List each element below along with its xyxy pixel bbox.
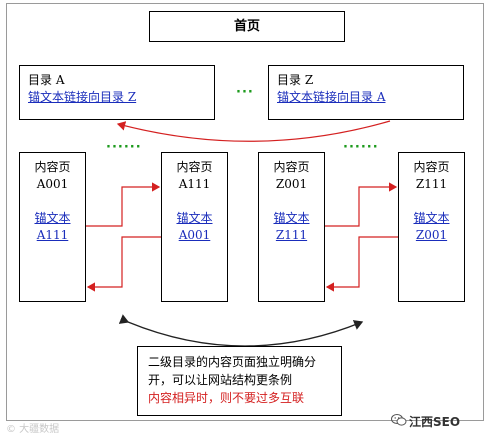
home-box: 首页 xyxy=(149,11,345,42)
catalog-z-box: 目录 Z 锚文本链接向目录 A xyxy=(268,65,464,120)
pages-a-ellipsis: ······ xyxy=(106,140,142,155)
home-label: 首页 xyxy=(233,19,260,34)
anchor-target-link[interactable]: A001 xyxy=(178,228,211,242)
anchor-label-link[interactable]: 锚文本 xyxy=(176,211,213,225)
a111-to-a001-arrow xyxy=(86,236,161,292)
catalog-a-link[interactable]: 锚文本链接向目录 Z xyxy=(28,90,137,104)
note-line-3: 内容相异时，则不要过多互联 xyxy=(148,391,305,405)
anchor-target-link[interactable]: Z111 xyxy=(275,228,308,242)
page-title: 内容页 xyxy=(176,160,213,174)
page-title: 内容页 xyxy=(413,160,450,174)
content-page-z001: 内容页 Z001 锚文本 Z111 xyxy=(258,152,325,302)
page-title: 内容页 xyxy=(34,160,71,174)
note-line-1: 二级目录的内容页面独立明确分 xyxy=(148,355,317,369)
wechat-icon xyxy=(391,414,407,426)
note-box: 二级目录的内容页面独立明确分 开，可以让网站结构更条例 内容相异时，则不要过多互… xyxy=(137,346,342,416)
watermark-left: © 大疆数据 xyxy=(6,424,60,435)
page-code: A001 xyxy=(36,177,69,191)
anchor-label-link[interactable]: 锚文本 xyxy=(413,211,450,225)
z111-to-z001-arrow xyxy=(325,236,398,292)
content-page-a001: 内容页 A001 锚文本 A111 xyxy=(19,152,86,302)
page-code: Z111 xyxy=(415,177,448,191)
content-page-z111: 内容页 Z111 锚文本 Z001 xyxy=(398,152,465,302)
anchor-target-link[interactable]: A111 xyxy=(36,228,69,242)
catalog-a-title: 目录 A xyxy=(28,73,65,87)
a001-to-a111-arrow xyxy=(86,182,161,227)
catalog-a-box: 目录 A 锚文本链接向目录 Z xyxy=(19,65,215,120)
brand-watermark: 江西SEO xyxy=(409,415,461,429)
diagram-frame xyxy=(6,3,484,421)
catalog-ellipsis: ··· xyxy=(236,85,254,100)
sections-arc xyxy=(118,314,364,347)
note-line-2: 开，可以让网站结构更条例 xyxy=(148,373,293,387)
content-page-a111: 内容页 A111 锚文本 A001 xyxy=(161,152,228,302)
catalog-z-title: 目录 Z xyxy=(277,73,314,87)
pages-z-ellipsis: ······ xyxy=(343,140,379,155)
catalog-z-to-a-arrow xyxy=(116,120,391,142)
anchor-label-link[interactable]: 锚文本 xyxy=(273,211,310,225)
anchor-label-link[interactable]: 锚文本 xyxy=(34,211,71,225)
catalog-z-link[interactable]: 锚文本链接向目录 A xyxy=(277,90,386,104)
page-title: 内容页 xyxy=(273,160,310,174)
anchor-target-link[interactable]: Z001 xyxy=(415,228,448,242)
z001-to-z111-arrow xyxy=(325,182,398,227)
page-code: A111 xyxy=(178,177,211,191)
page-code: Z001 xyxy=(275,177,308,191)
